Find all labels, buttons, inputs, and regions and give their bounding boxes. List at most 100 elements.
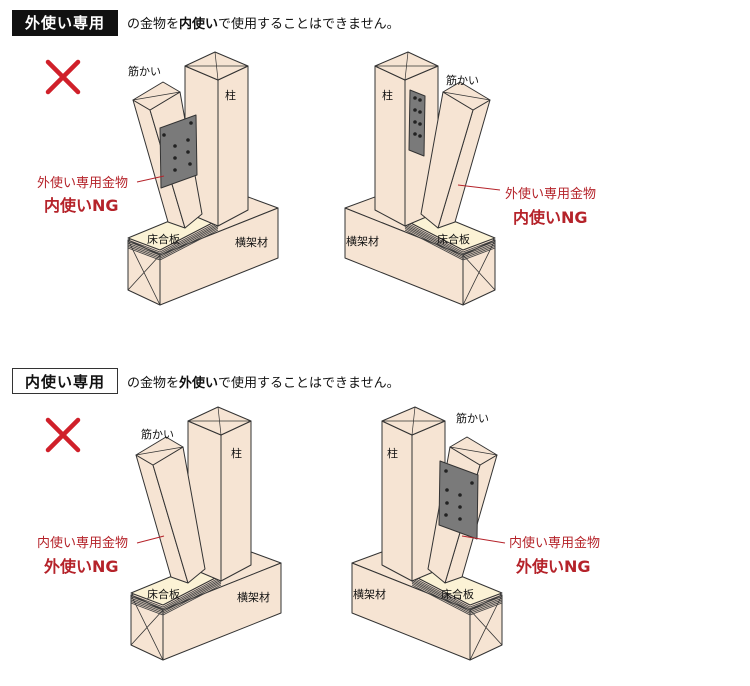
post-top-cross (188, 406, 251, 436)
ply-layer (127, 226, 219, 258)
outer-only-badge: 外使い専用 (12, 10, 118, 36)
beam-end-cross (469, 594, 503, 661)
bolt-hole (189, 121, 193, 125)
ply-layer (411, 578, 503, 610)
caption-part: の金物を (127, 376, 180, 391)
label-hardware: 内使い専用金物 (509, 536, 601, 551)
label-post: 柱 (387, 447, 398, 460)
label-floor: 床合板 (441, 588, 474, 601)
brace-top-cross (132, 91, 181, 101)
bolt-hole (470, 481, 474, 485)
bolt-hole (418, 98, 422, 102)
bolt-hole (458, 517, 462, 521)
ply-layer (127, 224, 219, 256)
label-hardware: 外使い専用金物 (505, 187, 597, 202)
ply-layer (411, 584, 503, 616)
x-mark-icon (45, 417, 81, 453)
leader-line (136, 535, 165, 544)
bolt-hole (458, 505, 462, 509)
brace-top-cross (442, 91, 491, 101)
ply-layer (127, 221, 219, 253)
bolt-hole (188, 162, 192, 166)
bolt-hole (444, 513, 448, 517)
metal-plate (159, 114, 198, 189)
bolt-hole (413, 120, 417, 124)
ply-layer (411, 576, 503, 608)
x-mark-stroke (45, 417, 81, 453)
caption-bold: 外使い (179, 376, 219, 391)
label-post: 柱 (225, 89, 236, 102)
label-brace: 筋かい (446, 74, 479, 87)
ply-layer (404, 221, 496, 253)
ply-layer (130, 584, 222, 616)
label-brace: 筋かい (141, 428, 174, 441)
label-brace: 筋かい (128, 65, 161, 78)
bolt-hole (445, 488, 449, 492)
panel-illustration (344, 51, 496, 306)
beam-end-cross (462, 239, 496, 306)
bolt-hole (445, 501, 449, 505)
label-ng: 内使いNG (513, 208, 588, 227)
bolt-hole (418, 134, 422, 138)
bolt-hole (186, 150, 190, 154)
bolt-hole (173, 144, 177, 148)
floor-board-edge (404, 221, 496, 261)
ply-layer (411, 583, 503, 614)
ply-layer (404, 229, 496, 261)
post-top-cross (382, 406, 445, 436)
label-floor: 床合板 (437, 233, 470, 246)
ply-layer (411, 581, 503, 613)
ply-layer (404, 228, 496, 259)
floor-board-edge (127, 221, 219, 261)
caption-bold: 内使い (179, 17, 219, 32)
x-mark-stroke (45, 59, 81, 95)
bolt-hole (413, 108, 417, 112)
floor-board-edge (411, 576, 503, 616)
ply-layer (130, 579, 222, 611)
label-post: 柱 (382, 89, 393, 102)
leader-line (461, 535, 506, 544)
metal-plate (408, 89, 426, 157)
label-floor: 床合板 (147, 233, 180, 246)
label-beam: 横架材 (237, 591, 270, 604)
caption-part: で使用することはできません。 (218, 17, 400, 32)
section2-caption: の金物を外使いで使用することはできません。 (127, 372, 400, 391)
label-beam: 横架材 (346, 235, 379, 248)
label-beam: 横架材 (353, 588, 386, 601)
post-top-cross (375, 51, 438, 81)
section1-caption: の金物を内使いで使用することはできません。 (127, 13, 400, 32)
bolt-hole (413, 96, 417, 100)
leader-line (457, 184, 501, 191)
panel-illustration (351, 406, 503, 661)
brace-top-cross (449, 446, 498, 456)
label-floor: 床合板 (147, 588, 180, 601)
floor-board-edge (130, 576, 222, 616)
label-hardware: 内使い専用金物 (37, 536, 129, 551)
bolt-hole (173, 168, 177, 172)
ply-layer (411, 579, 503, 611)
ply-layer (130, 581, 222, 613)
ply-layer (130, 578, 222, 610)
label-ng: 外使いNG (44, 557, 119, 576)
label-ng: 内使いNG (44, 196, 119, 215)
inner-only-badge: 内使い専用 (12, 368, 118, 394)
bolt-hole (162, 133, 166, 137)
caption-part: で使用することはできません。 (218, 376, 400, 391)
ply-layer (127, 223, 219, 255)
ply-layer (130, 583, 222, 614)
bolt-hole (186, 138, 190, 142)
brace-top-cross (135, 446, 184, 456)
ply-layer (404, 223, 496, 255)
bolt-hole (458, 493, 462, 497)
label-ng: 外使いNG (516, 557, 591, 576)
beam-end-cross (130, 594, 164, 661)
bolt-hole (418, 122, 422, 126)
bolt-hole (418, 110, 422, 114)
x-mark-icon (45, 59, 81, 95)
post-top-cross (185, 51, 248, 81)
ply-layer (130, 576, 222, 608)
ply-layer (404, 224, 496, 256)
bolt-hole (173, 156, 177, 160)
